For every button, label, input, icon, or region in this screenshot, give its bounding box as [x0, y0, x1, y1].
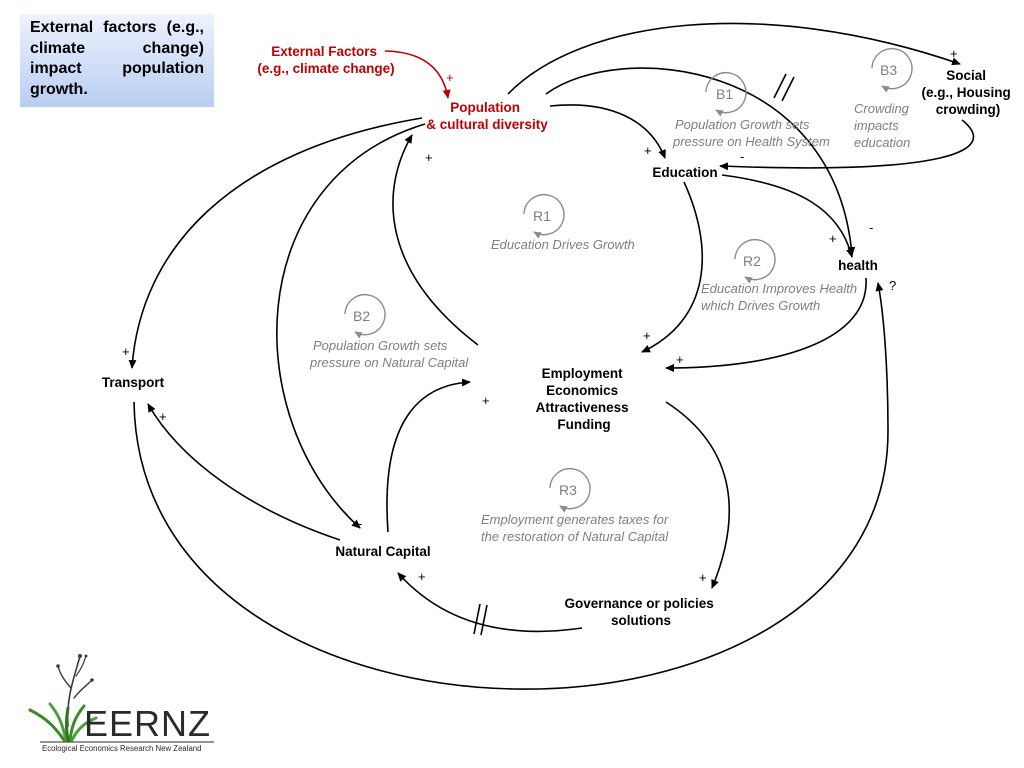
sign-natural-capital-minus: - — [358, 516, 362, 531]
loop-r1-arc — [523, 193, 565, 239]
node-natural-capital: Natural Capital — [335, 544, 430, 559]
edge-population-to-natural-capital — [276, 123, 426, 529]
edge-social-to-education — [719, 119, 975, 171]
edge-population-to-health — [545, 67, 856, 256]
sign-health-question: ? — [889, 278, 896, 293]
sign-education-in: + — [644, 143, 652, 158]
sign-social: + — [950, 46, 958, 61]
loop-r3-id: R3 — [559, 482, 577, 498]
sign-external-population: + — [446, 70, 454, 85]
loop-r1-id: R1 — [533, 208, 551, 224]
node-governance: Governance or policies solutions — [564, 596, 717, 628]
loop-r3-arc — [549, 467, 591, 513]
loop-b2-id: B2 — [353, 308, 370, 324]
loop-b2-label: Population Growth sets pressure on Natur… — [309, 338, 469, 370]
sign-population-in: + — [425, 150, 433, 165]
edge-governance-to-natural-capital — [397, 572, 583, 633]
edge-external-to-population — [384, 50, 451, 99]
edge-population-to-social — [507, 22, 961, 95]
sign-education-minus: - — [740, 149, 744, 164]
node-health: health — [838, 258, 878, 273]
flax-plant-icon — [28, 654, 98, 742]
sign-governance-in: + — [699, 570, 707, 585]
sign-health-plus: + — [829, 231, 837, 246]
loop-r2-arc — [734, 238, 776, 284]
node-external-factors: External Factors (e.g., climate change) — [257, 44, 394, 76]
edge-employment-to-governance — [665, 401, 731, 589]
logo-subtitle: Ecological Economics Research New Zealan… — [42, 744, 201, 753]
external-factors-note: External factors (e.g., climate change) … — [20, 14, 214, 107]
sign-employment-from-health: + — [676, 352, 684, 367]
edge-natural-capital-to-transport — [147, 403, 341, 541]
edge-population-to-education — [549, 104, 666, 159]
node-education: Education — [652, 165, 717, 180]
edge-education-to-health — [721, 174, 854, 258]
sign-natural-capital-plus: + — [418, 569, 426, 584]
sign-health-minus: - — [869, 220, 873, 235]
node-social: Social (e.g., Housing crowding) — [921, 68, 1014, 117]
edge-population-to-transport — [128, 117, 423, 369]
edge-health-to-employment — [665, 277, 867, 372]
loop-r2-label: Education Improves Health which Drives G… — [701, 281, 861, 313]
logo-name: EERNZ — [84, 703, 211, 744]
edge-employment-to-population — [392, 134, 479, 346]
node-employment: Employment Economics Attractiveness Fund… — [536, 366, 633, 432]
loop-b1-id: B1 — [716, 86, 733, 102]
edge-education-to-employment — [641, 181, 703, 353]
eernz-logo: EERNZ Ecological Economics Research New … — [28, 654, 214, 753]
delay-mark-governance-natural-capital — [473, 603, 488, 636]
loop-r1-label: Education Drives Growth — [491, 237, 635, 252]
loop-r3-label: Employment generates taxes for the resto… — [481, 512, 672, 544]
sign-transport-from-natural-capital: + — [159, 409, 167, 424]
loop-b3-label: Crowding impacts education — [854, 101, 913, 150]
edge-natural-capital-to-employment — [386, 378, 471, 533]
node-transport: Transport — [102, 375, 165, 390]
node-population: Population & cultural diversity — [426, 100, 548, 132]
sign-transport-in: + — [122, 344, 130, 359]
loop-b3-arc — [871, 47, 913, 93]
delay-mark-population-health — [773, 73, 795, 102]
loop-b3-id: B3 — [880, 62, 897, 78]
loop-r2-id: R2 — [743, 253, 761, 269]
loop-b2-arc — [344, 293, 386, 339]
loop-b1-label: Population Growth sets pressure on Healt… — [672, 117, 830, 149]
sign-employment-from-education: + — [643, 328, 651, 343]
sign-employment-from-natural-capital: + — [482, 393, 490, 408]
loop-b1-arc — [705, 71, 747, 117]
edge-transport-to-health — [133, 282, 889, 690]
